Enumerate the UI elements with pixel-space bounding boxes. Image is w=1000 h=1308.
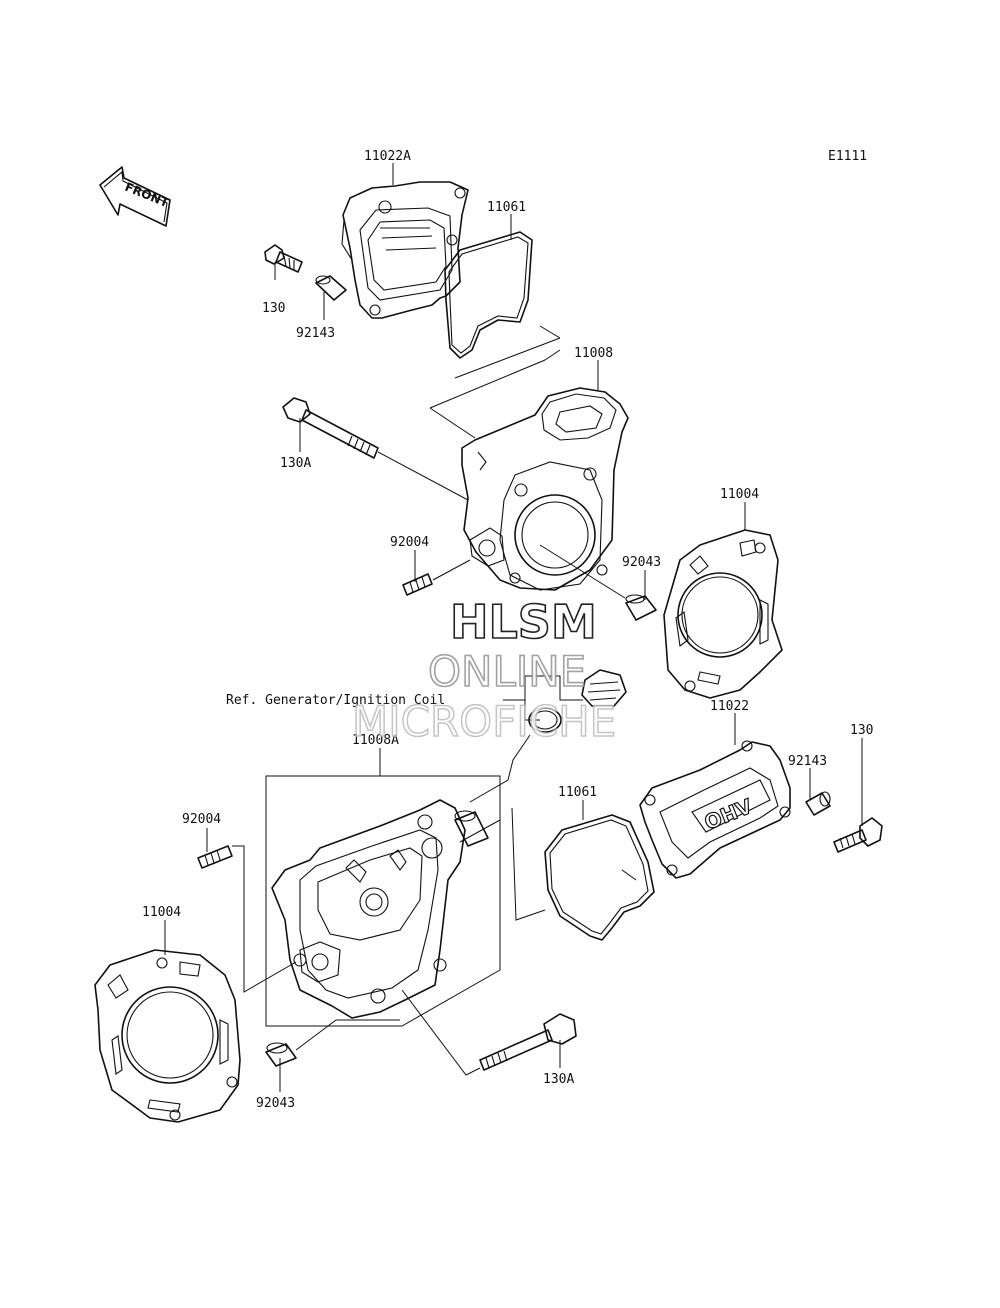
lower-long-bolt[interactable] — [479, 1013, 577, 1071]
label-92004-top[interactable]: 92004 — [390, 535, 429, 550]
lower-right-dowel[interactable] — [805, 791, 831, 816]
label-92043-bottom[interactable]: 92043 — [256, 1096, 295, 1111]
reference-note[interactable]: Ref. Generator/Ignition Coil — [226, 693, 445, 708]
lower-head-cover[interactable]: OHV — [639, 740, 791, 879]
right-head-gasket[interactable] — [663, 529, 783, 699]
lower-dowel[interactable] — [265, 1042, 297, 1067]
label-11061-top[interactable]: 11061 — [487, 200, 526, 215]
diagram-code: E1111 — [828, 149, 867, 164]
label-130a-top[interactable]: 130A — [280, 456, 311, 471]
lower-cylinder-head[interactable] — [271, 799, 466, 1019]
upper-bolt[interactable] — [264, 244, 303, 273]
front-label: FRONT — [123, 180, 172, 210]
lower-stud[interactable] — [197, 845, 233, 869]
label-130-top[interactable]: 130 — [262, 301, 285, 316]
watermark-line2: ONLINE — [428, 647, 586, 696]
label-11022a[interactable]: 11022A — [364, 149, 411, 164]
upper-head-cover[interactable] — [341, 181, 469, 319]
middle-dowel[interactable] — [625, 594, 657, 621]
part-labels: 11022A 11061 130 92143 11008 130A 92004 … — [142, 149, 873, 1111]
label-11008a[interactable]: 11008A — [352, 733, 399, 748]
label-11008[interactable]: 11008 — [574, 346, 613, 361]
label-130a-bottom[interactable]: 130A — [543, 1072, 574, 1087]
lower-head-dowel[interactable] — [454, 810, 489, 847]
upper-long-bolt[interactable] — [282, 397, 379, 459]
watermark-line3: MICROFICHE — [352, 697, 616, 746]
label-11061-bottom[interactable]: 11061 — [558, 785, 597, 800]
leader-lines — [164, 163, 863, 1092]
upper-cylinder-head[interactable] — [461, 387, 629, 591]
label-92043-mid[interactable]: 92043 — [622, 555, 661, 570]
upper-dowel[interactable] — [315, 275, 347, 301]
left-head-gasket[interactable] — [94, 949, 241, 1123]
label-11022[interactable]: 11022 — [710, 699, 749, 714]
label-92004-bottom[interactable]: 92004 — [182, 812, 221, 827]
label-92143-top[interactable]: 92143 — [296, 326, 335, 341]
upper-cover-gasket[interactable] — [444, 231, 533, 359]
label-11004-left[interactable]: 11004 — [142, 905, 181, 920]
label-11004-right[interactable]: 11004 — [720, 487, 759, 502]
lower-right-bolt[interactable] — [833, 817, 883, 853]
label-130-bottom[interactable]: 130 — [850, 723, 873, 738]
upper-stud[interactable] — [402, 573, 433, 596]
front-arrow-icon: FRONT — [99, 166, 172, 227]
label-92143-bottom[interactable]: 92143 — [788, 754, 827, 769]
lower-assembly-bracket — [265, 760, 501, 1027]
watermark: HLSM ONLINE MICROFICHE — [351, 594, 617, 747]
watermark-line1: HLSM — [450, 595, 597, 649]
lower-cover-gasket[interactable] — [544, 814, 655, 941]
ohv-logo: OHV — [701, 794, 756, 835]
generator-plug — [581, 669, 627, 707]
